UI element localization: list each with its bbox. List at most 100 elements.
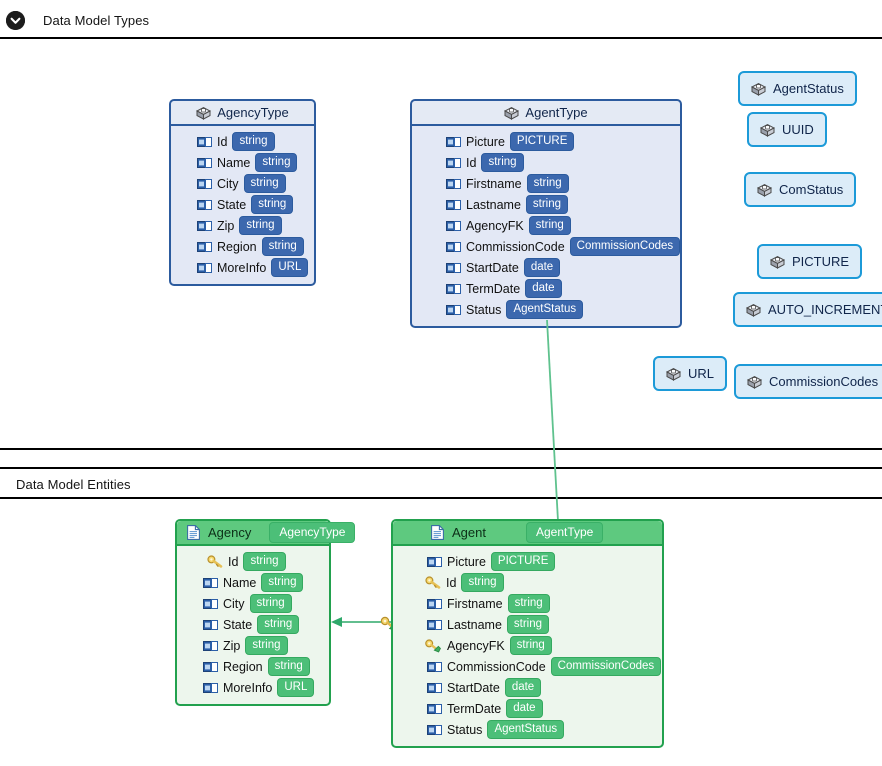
- attribute-type: date: [504, 678, 542, 697]
- type-node-agency-type[interactable]: AgencyType Id string Name str: [169, 99, 316, 286]
- entity-node-name: Agent: [452, 525, 486, 540]
- attribute-type: URL: [277, 678, 315, 697]
- attribute-icon: [427, 682, 442, 693]
- simple-type-name: ComStatus: [779, 182, 844, 197]
- section-header-data-model-types[interactable]: Data Model Types: [0, 8, 882, 32]
- attribute-name: City: [217, 176, 239, 191]
- attribute-name: Id: [466, 155, 477, 170]
- type-node-attributes: Picture PICTURE Id string Firstname stri…: [412, 126, 681, 326]
- type-node-name: AgencyType: [217, 105, 289, 120]
- attribute-type: string: [261, 573, 304, 592]
- attribute-row[interactable]: Id string: [171, 131, 314, 152]
- attribute-row[interactable]: Picture PICTURE: [401, 551, 662, 572]
- attribute-name: Status: [466, 302, 502, 317]
- attribute-row[interactable]: StartDate date: [420, 257, 680, 278]
- divider-section-top: [0, 448, 882, 450]
- attribute-name: Firstname: [447, 596, 503, 611]
- attribute-row[interactable]: Status AgentStatus: [401, 719, 662, 740]
- attribute-name: City: [223, 596, 245, 611]
- attribute-row[interactable]: Id string: [177, 551, 329, 572]
- attribute-icon: [427, 619, 442, 630]
- attribute-name: Lastname: [447, 617, 502, 632]
- attribute-row[interactable]: State string: [177, 614, 329, 635]
- simple-type-node-picture[interactable]: PICTURE: [757, 244, 863, 279]
- attribute-name: CommissionCode: [466, 239, 565, 254]
- attribute-name: Id: [217, 134, 228, 149]
- attribute-icon: [203, 661, 218, 672]
- attribute-name: Zip: [217, 218, 235, 233]
- simple-type-node-url[interactable]: URL: [653, 356, 728, 391]
- attribute-row[interactable]: Lastname string: [401, 614, 662, 635]
- attribute-type: string: [251, 195, 294, 214]
- entity-node-agency[interactable]: Agency AgencyType Id string Name: [175, 519, 356, 706]
- attribute-row[interactable]: Region string: [177, 656, 329, 677]
- attribute-row[interactable]: MoreInfo URL: [171, 257, 314, 278]
- attribute-row[interactable]: Name string: [171, 152, 314, 173]
- type-box-icon: [746, 303, 761, 317]
- simple-type-node-com-status[interactable]: ComStatus: [744, 172, 857, 207]
- attribute-row[interactable]: CommissionCode CommissionCodes: [420, 236, 681, 257]
- simple-type-name: AgentStatus: [773, 81, 844, 96]
- type-node-header: AgentType: [412, 101, 680, 126]
- chevron-down-circle-icon[interactable]: [6, 10, 25, 30]
- attribute-row[interactable]: Id string: [401, 572, 662, 593]
- entity-node-header: Agent AgentType: [393, 521, 662, 546]
- section-header-data-model-entities[interactable]: Data Model Entities: [0, 474, 882, 494]
- attribute-name: Picture: [447, 554, 486, 569]
- foreign-key-icon: [425, 638, 442, 653]
- attribute-type: CommissionCodes: [550, 657, 662, 676]
- section-title-entities: Data Model Entities: [16, 476, 131, 492]
- simple-type-name: UUID: [782, 122, 814, 137]
- attribute-row[interactable]: Lastname string: [420, 194, 680, 215]
- attribute-type: string: [255, 153, 298, 172]
- attribute-type: string: [245, 636, 288, 655]
- attribute-row[interactable]: Firstname string: [420, 173, 680, 194]
- attribute-row[interactable]: City string: [171, 173, 314, 194]
- attribute-row[interactable]: TermDate date: [420, 278, 680, 299]
- attribute-icon: [427, 556, 442, 567]
- attribute-type: date: [525, 279, 562, 298]
- type-node-agent-type[interactable]: AgentType Picture PICTURE Id string Firs…: [410, 99, 682, 328]
- attribute-row[interactable]: Picture PICTURE: [420, 131, 680, 152]
- attribute-row[interactable]: TermDate date: [401, 698, 662, 719]
- attribute-type: string: [232, 132, 275, 151]
- attribute-name: Status: [447, 722, 483, 737]
- attribute-name: CommissionCode: [447, 659, 546, 674]
- attribute-icon: [203, 640, 218, 651]
- attribute-icon: [427, 661, 442, 672]
- attribute-row[interactable]: MoreInfo URL: [177, 677, 329, 698]
- attribute-name: AgencyFK: [466, 218, 524, 233]
- attribute-name: Region: [223, 659, 263, 674]
- simple-type-node-uuid[interactable]: UUID: [747, 112, 827, 147]
- attribute-row[interactable]: StartDate date: [401, 677, 662, 698]
- attribute-icon: [427, 703, 442, 714]
- attribute-type: string: [249, 594, 292, 613]
- divider-section-mid: [0, 467, 882, 469]
- attribute-type: string: [261, 237, 304, 256]
- attribute-type: string: [239, 216, 282, 235]
- attribute-row[interactable]: Region string: [171, 236, 314, 257]
- attribute-row[interactable]: AgencyFK string: [420, 215, 680, 236]
- entity-node-agent[interactable]: Agent AgentType Picture PICTURE Id: [391, 519, 664, 748]
- section-title-types: Data Model Types: [43, 12, 150, 28]
- attribute-row[interactable]: City string: [177, 593, 329, 614]
- attribute-row[interactable]: Firstname string: [401, 593, 662, 614]
- attribute-row[interactable]: Id string: [420, 152, 680, 173]
- attribute-type: date: [506, 699, 543, 718]
- divider-section-bottom: [0, 497, 882, 499]
- attribute-type: string: [481, 153, 524, 172]
- attribute-row[interactable]: Zip string: [177, 635, 329, 656]
- attribute-name: StartDate: [447, 680, 500, 695]
- simple-type-node-auto-increment[interactable]: AUTO_INCREMENT: [733, 292, 882, 327]
- attribute-row[interactable]: State string: [171, 194, 314, 215]
- simple-type-node-agent-status[interactable]: AgentStatus: [738, 71, 857, 106]
- attribute-row[interactable]: Status AgentStatus: [420, 299, 680, 320]
- attribute-icon: [427, 724, 442, 735]
- attribute-row[interactable]: CommissionCode CommissionCodes: [401, 656, 662, 677]
- attribute-row[interactable]: AgencyFK string: [401, 635, 662, 656]
- attribute-row[interactable]: Name string: [177, 572, 329, 593]
- simple-type-node-commission-codes[interactable]: CommissionCodes: [734, 364, 882, 399]
- entity-type-badge: AgentType: [525, 522, 604, 543]
- attribute-type: date: [523, 258, 561, 277]
- attribute-row[interactable]: Zip string: [171, 215, 314, 236]
